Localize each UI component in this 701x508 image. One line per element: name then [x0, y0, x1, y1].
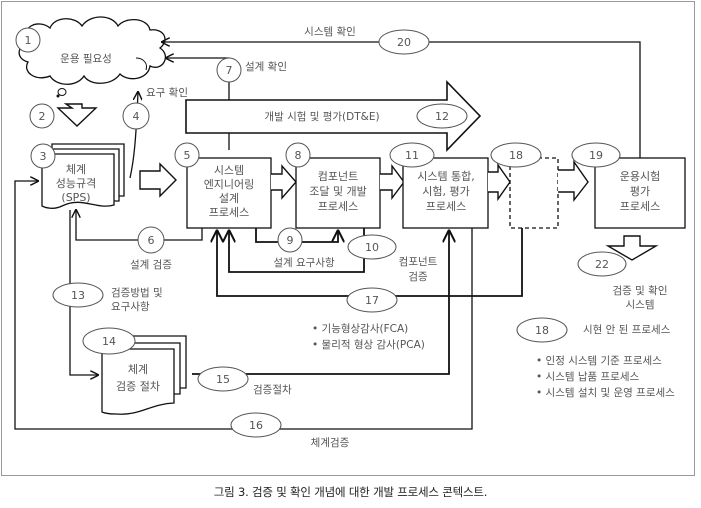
node-16-number: 16 — [249, 419, 263, 432]
node-17-bullet-2: • 물리적 형상 감사(PCA) — [312, 339, 425, 351]
node-14-line-2: 검증 절차 — [116, 380, 160, 393]
node-9-design-requirements: 9 설계 요구사항 — [255, 227, 338, 269]
node-19-ot-and-e-process: 19 운용시험 평가 프로세스 — [571, 142, 686, 229]
node-17-number: 17 — [365, 294, 379, 307]
node-6-design-verification: 6 설계 검증 — [76, 210, 203, 271]
node-20-number: 20 — [397, 36, 411, 49]
flow-arrow-8-to-11 — [380, 163, 405, 201]
node-17-configuration-audits: 17 • 기능형상감사(FCA) • 물리적 형상 감사(PCA) — [217, 228, 523, 351]
node-12-dte-arrow: 개발 시험 및 평가(DT&E) 12 — [185, 80, 482, 152]
node-22-vv-system: 22 검증 및 확인 시스템 — [577, 235, 668, 311]
node-3-sps-document: 3 체계 성능규격 (SPS) — [30, 143, 125, 209]
node-3-line-3: (SPS) — [61, 191, 90, 204]
node-16-label: 체계검증 — [311, 437, 350, 449]
node-22-number: 22 — [595, 258, 609, 271]
node-13-verification-methods: 13 검증방법 및 요구사항 — [52, 210, 163, 375]
node-6-label: 설계 검증 — [130, 259, 172, 271]
figure-caption: 그림 3. 검증 및 확인 개념에 대한 개발 프로세스 콘텍스트. — [213, 485, 488, 499]
node-4-requirement-validation: 4 요구 확인 — [122, 86, 188, 179]
node-14-number: 14 — [102, 335, 116, 348]
node-9-label: 설계 요구사항 — [273, 257, 335, 269]
node-22-line-2: 시스템 — [626, 299, 655, 311]
node-2-flow: 2 — [29, 103, 98, 129]
node-8-line-1: 컴포넌트 — [318, 170, 358, 183]
node-19-line-1: 운용시험 — [620, 170, 660, 183]
legend-number: 18 — [535, 324, 549, 337]
legend-item-3: • 시스템 설치 및 운영 프로세스 — [536, 387, 675, 399]
node-5-line-2: 엔지니어링 — [204, 178, 255, 191]
node-3-line-1: 체계 — [66, 163, 86, 176]
process-diagram: 1 운용 필요성 2 4 요구 확인 3 체계 성능규격 (SPS) 20 시스… — [14, 16, 686, 449]
flow-arrow-18-to-19 — [558, 159, 589, 203]
node-8-number: 8 — [295, 149, 302, 162]
node-13-line-1: 검증방법 및 — [111, 287, 163, 299]
node-15-label: 검증절차 — [253, 383, 292, 396]
node-3-number: 3 — [40, 150, 47, 163]
node-10-component-verification: 10 컴포넌트 검증 — [229, 228, 438, 283]
node-11-number: 11 — [405, 149, 419, 162]
node-3-line-2: 성능규격 — [56, 177, 96, 190]
node-15-number: 15 — [216, 373, 230, 386]
node-22-line-1: 검증 및 확인 — [613, 284, 668, 297]
node-5-line-4: 프로세스 — [209, 206, 249, 219]
down-arrow-icon — [56, 103, 98, 127]
node-1-label: 운용 필요성 — [60, 53, 112, 65]
node-20-system-validation: 20 시스템 확인 — [162, 25, 641, 162]
node-5-number: 5 — [184, 149, 191, 162]
node-9-number: 9 — [287, 234, 294, 247]
node-8-line-3: 프로세스 — [318, 200, 358, 213]
node-10-number: 10 — [365, 241, 379, 254]
cloud-shape — [18, 16, 166, 85]
node-11-integration-test-process: 11 시스템 통합, 시험, 평가 프로세스 — [389, 142, 489, 229]
node-2-number: 2 — [39, 110, 46, 123]
node-18-unshown-process: 18 — [490, 142, 559, 229]
legend-item-2: • 시스템 납품 프로세스 — [536, 371, 639, 383]
node-19-number: 19 — [589, 149, 603, 162]
node-6-number: 6 — [148, 234, 155, 247]
node-8-component-process: 8 컴포넌트 조달 및 개발 프로세스 — [285, 142, 381, 229]
node-10-line-1: 컴포넌트 — [399, 256, 438, 268]
flow-arrow-11-to-18 — [488, 162, 511, 202]
flow-arrow-5-to-8 — [271, 164, 297, 200]
node-20-label: 시스템 확인 — [304, 25, 356, 38]
node-13-number: 13 — [71, 289, 85, 302]
node-12-number: 12 — [435, 110, 449, 123]
legend-title: 시현 안 된 프로세스 — [583, 324, 671, 336]
node-17-bullet-1: • 기능형상감사(FCA) — [312, 323, 408, 335]
node-7-design-validation: 7 설계 확인 — [166, 58, 287, 150]
node-7-number: 7 — [226, 64, 233, 77]
node-14-verification-procedure-document: 14 체계 검증 절차 — [82, 327, 187, 415]
node-11-line-1: 시스템 통합, — [417, 170, 475, 183]
node-5-line-3: 설계 — [219, 192, 239, 205]
node-19-line-3: 프로세스 — [620, 200, 660, 213]
node-5-se-design-process: 5 시스템 엔지니어링 설계 프로세스 — [174, 142, 272, 229]
down-arrow-icon — [605, 235, 659, 261]
node-8-line-2: 조달 및 개발 — [309, 185, 367, 198]
legend-item-1: • 인정 시스템 기준 프로세스 — [536, 355, 662, 367]
node-10-line-2: 검증 — [408, 271, 428, 283]
node-15-verification-procedure: 15 검증절차 — [192, 231, 449, 396]
node-13-line-2: 요구사항 — [111, 301, 150, 313]
node-11-line-3: 프로세스 — [426, 200, 466, 213]
node-1-number: 1 — [25, 34, 32, 47]
node-5-line-1: 시스템 — [214, 164, 244, 177]
node-11-line-2: 시험, 평가 — [422, 185, 469, 198]
node-12-label: 개발 시험 및 평가(DT&E) — [264, 111, 379, 123]
node-16-system-verification: 16 체계검증 — [14, 181, 473, 449]
node-4-number: 4 — [133, 110, 140, 123]
node-18-number: 18 — [509, 149, 523, 162]
node-14-line-1: 체계 — [128, 363, 148, 376]
node-1-operational-need: 1 운용 필요성 — [15, 16, 166, 98]
node-19-line-2: 평가 — [630, 185, 650, 198]
node-7-label: 설계 확인 — [245, 60, 287, 73]
legend-unshown-processes: 18 시현 안 된 프로세스 • 인정 시스템 기준 프로세스 • 시스템 납품… — [516, 317, 675, 399]
node-1-number-circle — [15, 27, 41, 53]
flow-arrow-3-to-5 — [139, 162, 177, 198]
node-4-label: 요구 확인 — [146, 86, 188, 99]
